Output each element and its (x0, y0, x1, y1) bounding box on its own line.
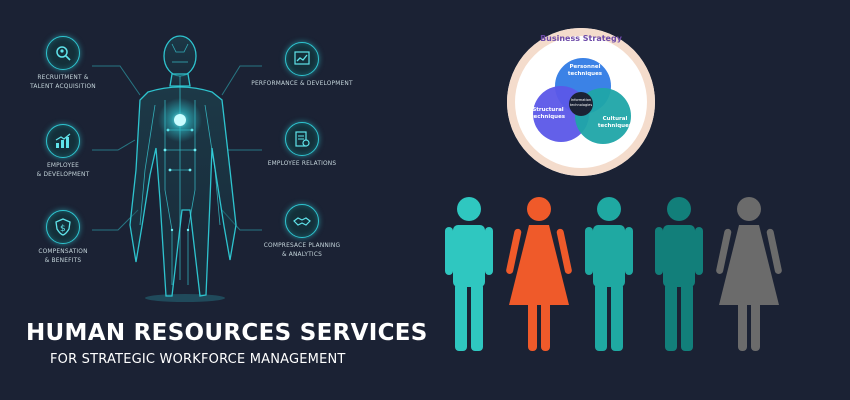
glowing-core (174, 114, 186, 126)
magnifier-person-icon (46, 36, 80, 70)
woman-figure (716, 197, 782, 351)
people-group (435, 195, 785, 365)
hr-infographic: RECRUITMENT & TALENT ACQUISITION EMPLOYE… (8, 35, 428, 367)
document-gear-icon (285, 122, 319, 156)
strategy-title: Business Strategy (540, 34, 622, 43)
service-compensation: $ COMPENSATION & BENEFITS (8, 210, 118, 265)
service-compensation-label: COMPENSATION & BENEFITS (38, 247, 88, 264)
service-performance-label: PERFORMANCE & DEVELOPMENT (251, 79, 353, 87)
performance-chart-icon (285, 42, 319, 76)
service-employee-development-label: EMPLOYEE & DEVELOPMENT (36, 161, 90, 178)
service-employee-relations-label: EMPLOYEE RELATIONS (267, 159, 337, 167)
man-figure (655, 197, 703, 351)
personnel-label: Personnel techniques (567, 64, 603, 77)
growth-chart-icon (46, 124, 80, 158)
cultural-label: Cultural techniques (597, 116, 633, 129)
service-planning-analytics-label: COMPRESACE PLANNING & ANALYTICS (263, 241, 341, 258)
service-recruitment-label: RECRUITMENT & TALENT ACQUISITION (30, 73, 96, 90)
circuit-human-figure (92, 35, 262, 302)
hr-subtitle: FOR STRATEGIC WORKFORCE MANAGEMENT (50, 352, 346, 367)
woman-figure (506, 197, 572, 351)
man-figure (445, 197, 493, 351)
service-employee-development: EMPLOYEE & DEVELOPMENT (8, 124, 118, 179)
strategy-ring (507, 28, 655, 176)
body-outline (129, 35, 237, 297)
man-figure (585, 197, 633, 351)
people-figures (445, 197, 782, 351)
service-employee-relations: EMPLOYEE RELATIONS (246, 122, 358, 168)
center-label: Information technologies (569, 98, 593, 107)
structural-label: Structural techniques (530, 107, 566, 120)
handshake-icon (285, 204, 319, 238)
strategy-venn (507, 28, 655, 176)
center-core (569, 92, 593, 116)
hr-title: HUMAN RESOURCES SERVICES (26, 320, 428, 346)
service-performance: PERFORMANCE & DEVELOPMENT (246, 42, 358, 88)
business-strategy-diagram: Business Strategy Personnel techniques S… (503, 24, 659, 180)
svg-text:$: $ (60, 224, 66, 234)
service-planning-analytics: COMPRESACE PLANNING & ANALYTICS (246, 204, 358, 259)
service-recruitment: RECRUITMENT & TALENT ACQUISITION (8, 36, 118, 91)
shield-dollar-icon: $ (46, 210, 80, 244)
